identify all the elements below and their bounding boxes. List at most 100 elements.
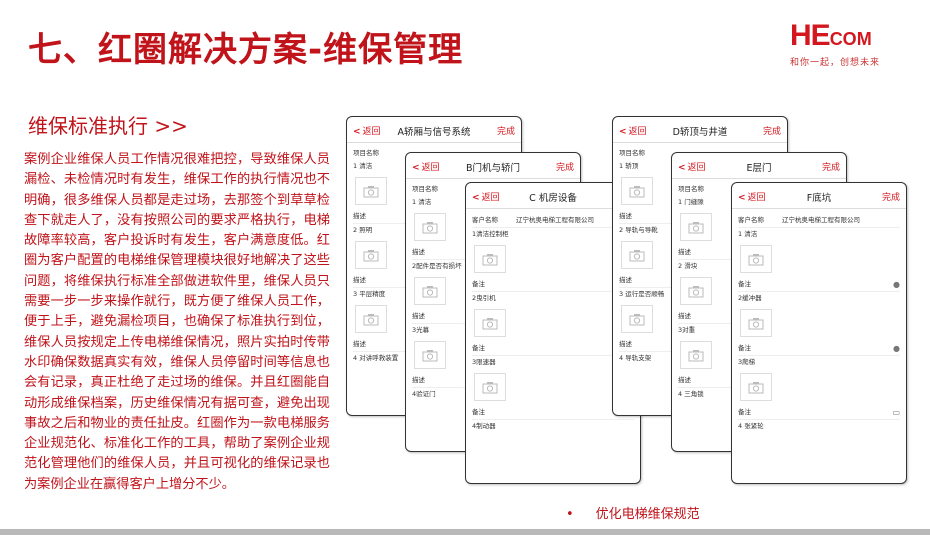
item-label: 1 门缝隙	[678, 198, 704, 206]
phone-header: 返回 D轿顶与井道 完成	[613, 117, 787, 143]
keyboard-icon[interactable]: ▭	[892, 408, 900, 417]
camera-icon[interactable]	[621, 305, 653, 333]
customer-row: 客户名称 辽宁杭奥电梯工程有限公司	[472, 213, 634, 228]
microphone-icon[interactable]: ●	[893, 280, 900, 289]
customer-value: 辽宁杭奥电梯工程有限公司	[782, 216, 860, 224]
note-label: 备注	[738, 280, 751, 288]
item-label: 2 导轨与导靴	[619, 226, 658, 234]
item-label: 1 清洁	[738, 230, 758, 238]
phone-header: 返回 F底坑 完成	[732, 183, 906, 209]
done-button[interactable]: 完成	[881, 193, 900, 203]
done-button[interactable]: 完成	[555, 163, 574, 173]
camera-icon[interactable]	[680, 341, 712, 369]
logo-wordmark: HECOM	[790, 20, 920, 55]
caption-text: 优化电梯维保规范	[595, 507, 700, 522]
phone-header: 返回 A轿厢与信号系统 完成	[347, 117, 521, 143]
page-title: 七、红圈解决方案-维保管理	[28, 30, 464, 70]
item-name-label: 项目名称	[353, 149, 379, 157]
note-label: 备注	[738, 408, 751, 416]
figure-caption: • 优化电梯维保规范	[566, 503, 700, 522]
back-button[interactable]: 返回	[738, 190, 766, 203]
item-label: 2曳引机	[472, 294, 496, 302]
item-label: 4 对讲呼救装置	[353, 354, 399, 362]
note-label: 备注	[472, 408, 485, 416]
phone-body: 客户名称辽宁杭奥电梯工程有限公司 1清洁控制柜 备注 2曳引机 备注 3限速器 …	[466, 209, 640, 437]
item-label: 2缓冲器	[738, 294, 762, 302]
footer-bar	[0, 529, 930, 535]
customer-label: 客户名称	[472, 216, 498, 224]
camera-icon[interactable]	[680, 213, 712, 241]
camera-icon[interactable]	[355, 177, 387, 205]
phone-title: A轿厢与信号系统	[397, 127, 471, 138]
item-label: 1 清洁	[353, 162, 373, 170]
camera-icon[interactable]	[740, 373, 772, 401]
brand-logo: HECOM 和你一起，创想未来	[790, 20, 920, 70]
item-label: 4 导轨支架	[619, 354, 652, 362]
camera-icon[interactable]	[474, 373, 506, 401]
back-button[interactable]: 返回	[678, 160, 706, 173]
camera-icon[interactable]	[740, 309, 772, 337]
done-button[interactable]: 完成	[821, 163, 840, 173]
item-label: 1清洁控制柜	[472, 230, 509, 238]
camera-icon[interactable]	[414, 341, 446, 369]
note-label[interactable]: 备注	[472, 277, 634, 292]
logo-slogan: 和你一起，创想未来	[790, 58, 881, 68]
caption-bullet: •	[566, 507, 574, 522]
item-label: 4制动器	[472, 422, 496, 430]
note-label: 备注	[738, 344, 751, 352]
body-paragraph: 案例企业维保人员工作情况很难把控，导致维保人员漏检、未检情况时有发生，维保工作的…	[24, 152, 330, 492]
phone-screen-f: 返回 F底坑 完成 客户名称 辽宁杭奥电梯工程有限公司 1 清洁 备注 ● 2缓冲器…	[731, 182, 907, 484]
customer-label: 客户名称	[738, 216, 764, 224]
phone-screen-c: 返回 C 机房设备 客户名称 辽宁杭奥电梯工程有限公司 1清洁控制柜 备注 2曳引…	[465, 182, 641, 484]
camera-icon[interactable]	[474, 245, 506, 273]
camera-icon[interactable]	[740, 245, 772, 273]
note-row[interactable]: 备注 ●	[738, 341, 900, 356]
note-row[interactable]: 备注 ▭	[738, 405, 900, 420]
done-button[interactable]: 完成	[762, 127, 781, 137]
camera-icon[interactable]	[355, 305, 387, 333]
item-name-label: 项目名称	[619, 149, 645, 157]
camera-icon[interactable]	[355, 241, 387, 269]
phone-title: D轿顶与井道	[672, 127, 728, 138]
camera-icon[interactable]	[621, 177, 653, 205]
back-button[interactable]: 返回	[472, 190, 500, 203]
back-button[interactable]: 返回	[353, 124, 381, 137]
item-label: 2 滑块	[678, 262, 698, 270]
item-label: 2配件是否有损坏	[412, 262, 462, 270]
item-label: 4 三角锁	[678, 390, 704, 398]
item-label: 3限速器	[472, 358, 496, 366]
camera-icon[interactable]	[621, 241, 653, 269]
item-label: 2 照明	[353, 226, 373, 234]
customer-row: 客户名称 辽宁杭奥电梯工程有限公司	[738, 213, 900, 228]
phone-title: F底坑	[806, 193, 832, 204]
microphone-icon[interactable]: ●	[893, 344, 900, 353]
item-label: 1 清洁	[412, 198, 432, 206]
note-label[interactable]: 备注	[472, 341, 634, 356]
note-row[interactable]: 备注 ●	[738, 277, 900, 292]
note-row[interactable]: 备注●	[472, 405, 634, 420]
phone-header: 返回 C 机房设备	[466, 183, 640, 209]
phone-title: C 机房设备	[529, 193, 577, 204]
camera-icon[interactable]	[680, 277, 712, 305]
item-name-label: 项目名称	[678, 185, 704, 193]
item-label: 3光幕	[412, 326, 430, 334]
item-name-label: 项目名称	[412, 185, 438, 193]
item-label: 3 运行是否顺畅	[619, 290, 665, 298]
phone-body: 客户名称 辽宁杭奥电梯工程有限公司 1 清洁 备注 ● 2缓冲器 备注 ● 3爬梯 备…	[732, 209, 906, 437]
logo-text-small: COM	[829, 29, 872, 49]
camera-icon[interactable]	[474, 309, 506, 337]
customer-value: 辽宁杭奥电梯工程有限公司	[516, 216, 594, 224]
item-label: 1 轿顶	[619, 162, 639, 170]
done-button[interactable]: 完成	[496, 127, 515, 137]
camera-icon[interactable]	[414, 277, 446, 305]
back-button[interactable]: 返回	[412, 160, 440, 173]
camera-icon[interactable]	[414, 213, 446, 241]
item-label: 3对重	[678, 326, 696, 334]
item-label: 3 平层精度	[353, 290, 386, 298]
logo-text-big: HE	[790, 19, 831, 52]
phone-title: E层门	[746, 163, 772, 174]
section-heading: 维保标准执行 >>	[28, 114, 188, 138]
item-label: 3爬梯	[738, 358, 756, 366]
back-button[interactable]: 返回	[619, 124, 647, 137]
phone-header: 返回 B门机与轿门 完成	[406, 153, 580, 179]
